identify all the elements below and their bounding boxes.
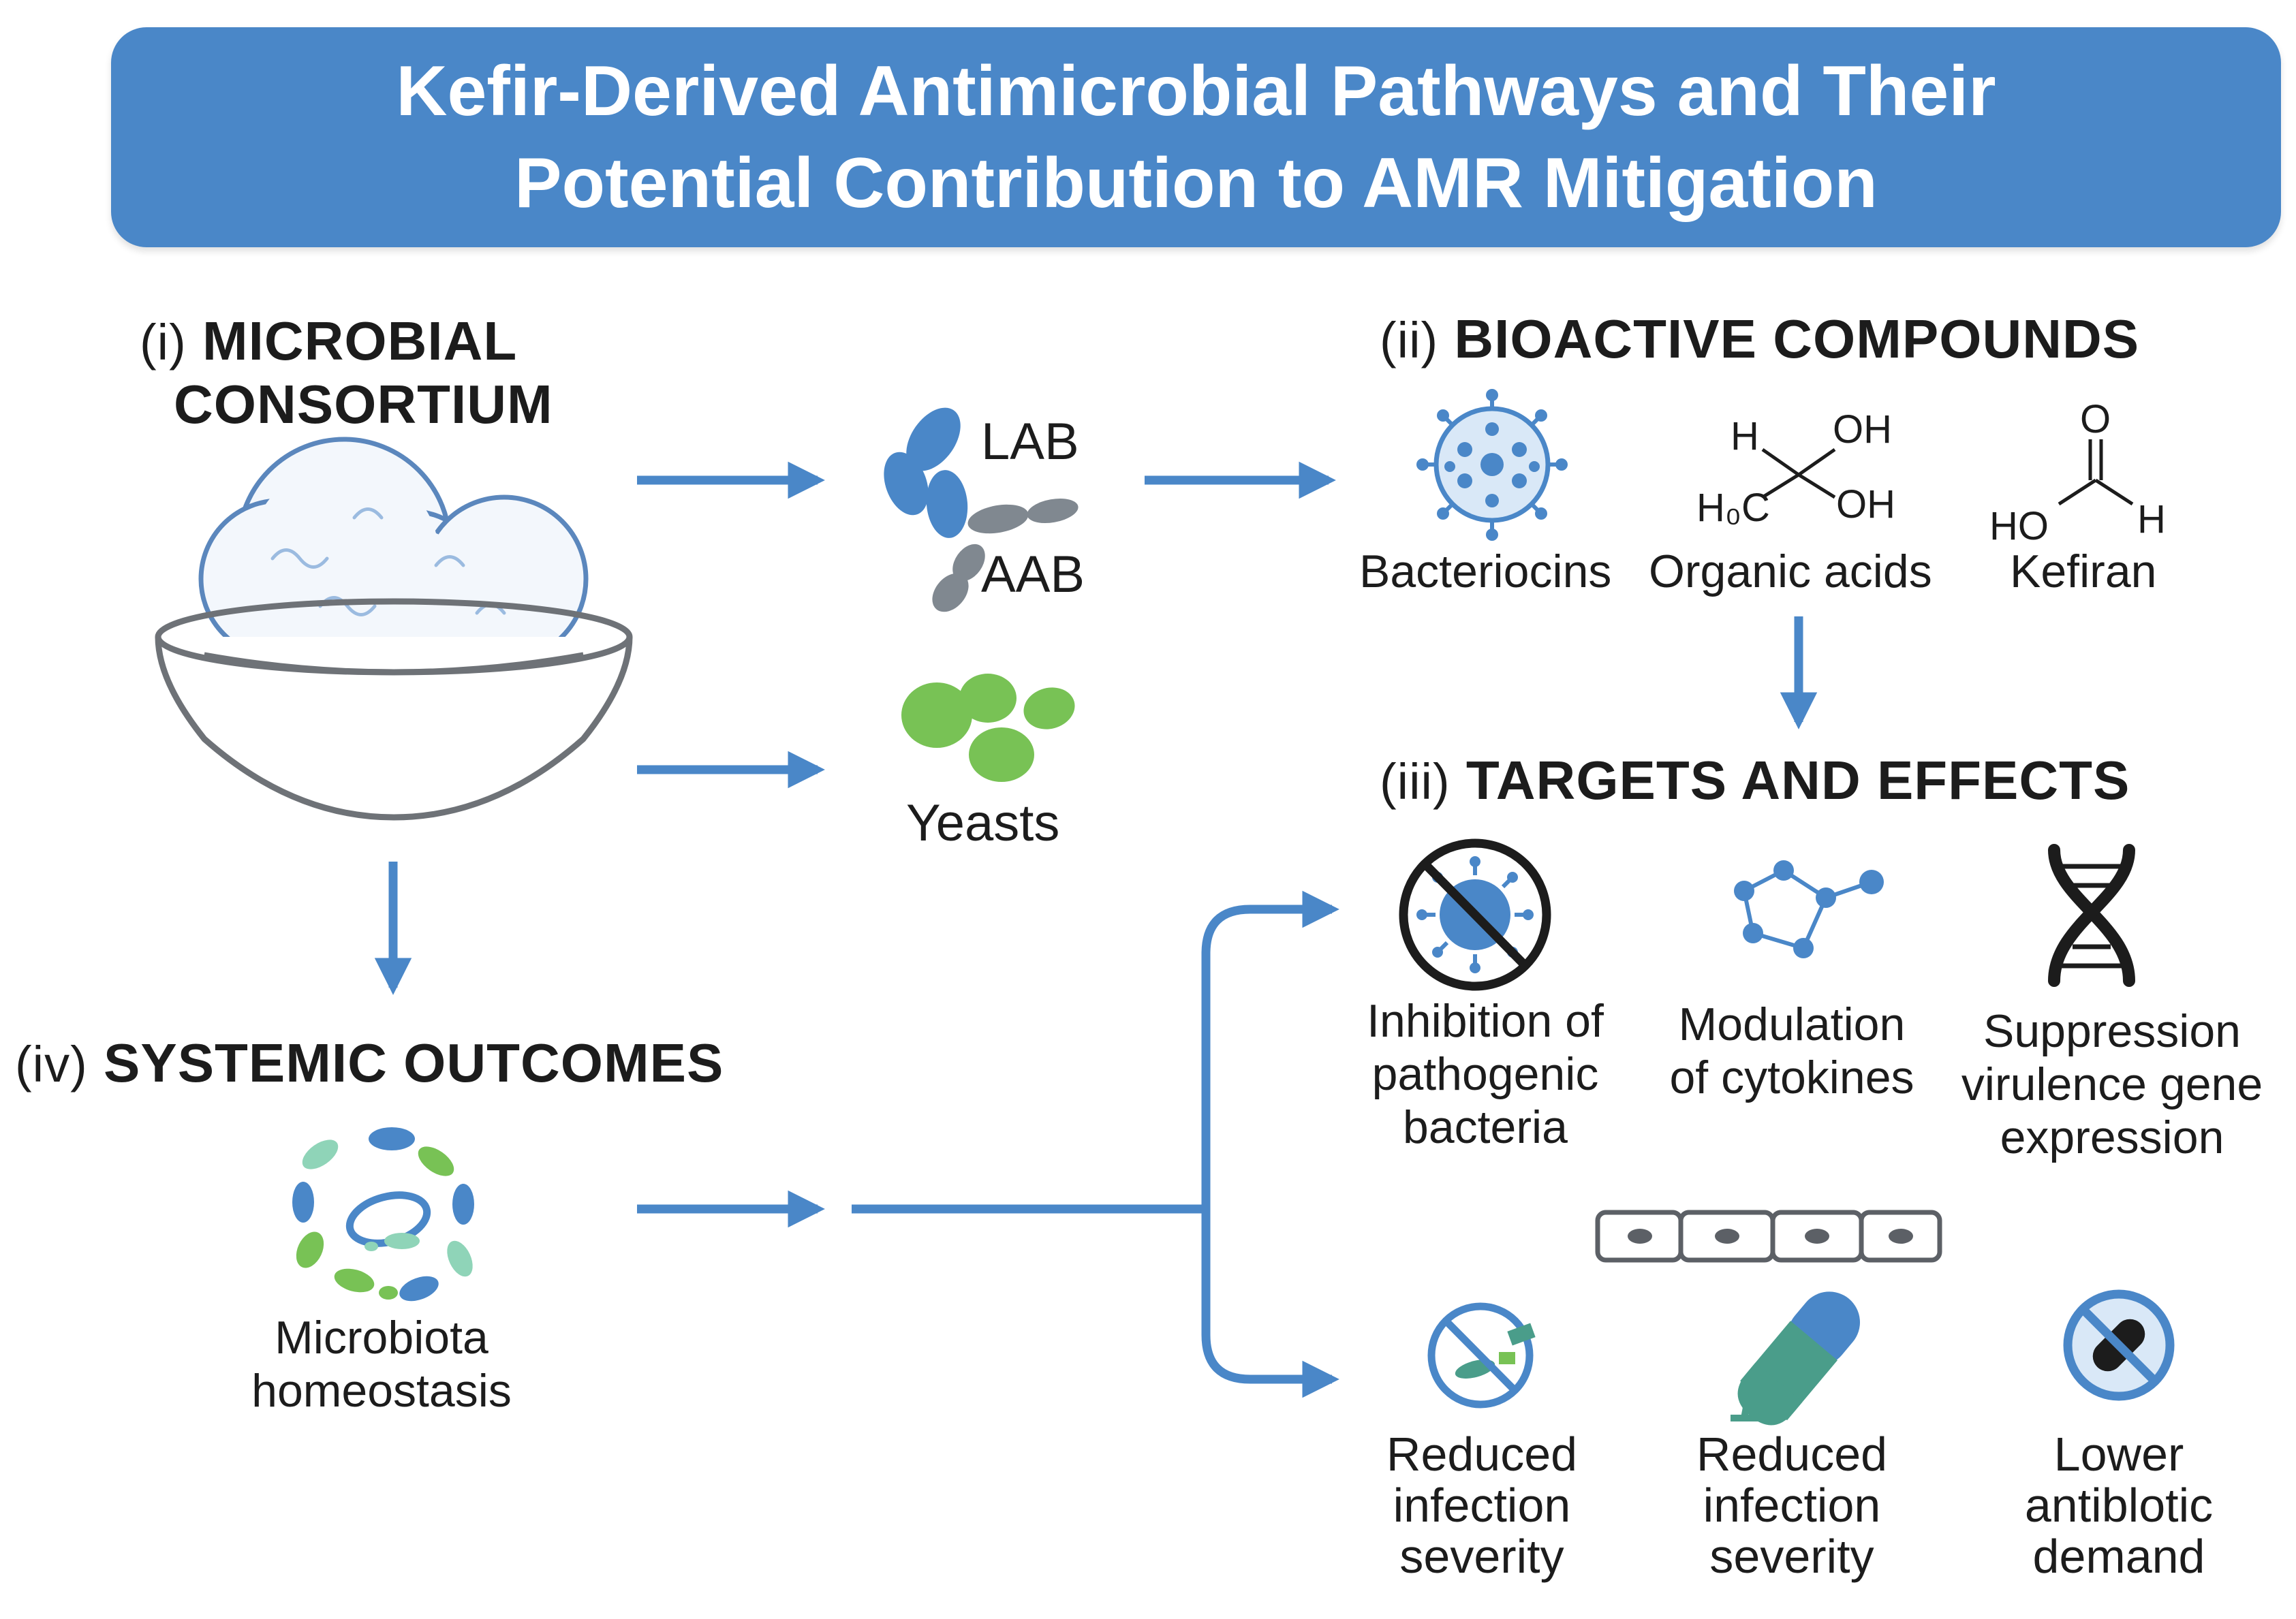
suppression-caption: Suppression virulence gene expression: [1949, 1005, 2276, 1164]
formula-h: H: [1731, 414, 1759, 458]
cytokines-line-2: of cytokines: [1669, 1052, 1914, 1103]
inhibition-line-1: Inhibition of: [1367, 995, 1604, 1047]
reduced-severity-caption-2: Reduced infection severity: [1662, 1429, 1921, 1582]
section-compounds-heading: (ii) BIOACTIVE COMPOUNDS: [1380, 308, 2139, 371]
reduced1-line-1: Reduced: [1386, 1428, 1578, 1481]
cytokines-line-1: Modulation: [1678, 999, 1906, 1050]
lower-demand-caption: Lower antiblotic demand: [1983, 1429, 2255, 1582]
microbiota-line-2: homeostasis: [251, 1365, 512, 1417]
organic-acid-structure: H OH H₀C OH: [1696, 407, 1895, 530]
section-outcomes-label: SYSTEMIC OUTCOMES: [103, 1033, 724, 1093]
microbiota-ring-icon: [292, 1127, 474, 1302]
ban-pill-icon: [2063, 1289, 2175, 1401]
diagram-title: Kefir-Derived Antimicrobial Pathways and…: [111, 27, 2281, 247]
aab-label: AAB: [981, 546, 1085, 603]
inhibition-line-2: pathogenic: [1371, 1048, 1599, 1100]
suppression-line-1: Suppression: [1983, 1005, 2241, 1057]
section-i-number: (i): [140, 314, 187, 371]
lower-line-3: demand: [2032, 1530, 2205, 1583]
yeast-cells-icon: [901, 674, 1075, 782]
section-consortium-line1: MICROBIAL: [202, 311, 518, 371]
epithelium-icon: [1595, 1210, 1942, 1263]
organic-acids-label: Organic acids: [1649, 546, 1932, 597]
section-outcomes-heading: (iv) SYSTEMIC OUTCOMES: [15, 1032, 724, 1095]
cytokines-caption: Modulation of cytokines: [1645, 998, 1938, 1104]
aldehyde-ho: HO: [1989, 504, 2049, 548]
reduced2-line-2: infection: [1703, 1479, 1881, 1532]
lower-line-1: Lower: [2053, 1428, 2184, 1481]
section-consortium-line2-wrap: CONSORTIUM: [174, 373, 553, 436]
lower-line-2: antiblotic: [2024, 1479, 2214, 1532]
inhibition-caption: Inhibition of pathogenic bacteria: [1332, 994, 1639, 1154]
bacteriocins-label: Bacteriocins: [1359, 546, 1612, 597]
branch-arrow-down: [1201, 1209, 1339, 1398]
reduced1-line-3: severity: [1399, 1530, 1564, 1583]
section-consortium-line2: CONSORTIUM: [174, 374, 553, 435]
capsule-icon: [1731, 1291, 1860, 1426]
formula-oh-top: OH: [1833, 407, 1892, 452]
kefiran-label: Kefiran: [2010, 546, 2157, 597]
bacteriocin-icon: [1416, 389, 1568, 541]
kefiran-structure: O HO H: [1989, 397, 2166, 548]
microbiota-line-1: Microbiota: [275, 1312, 488, 1364]
aldehyde-o: O: [2080, 397, 2111, 441]
reduced2-line-3: severity: [1709, 1530, 1874, 1583]
branch-arrow-up: [1201, 890, 1339, 1209]
inhibition-line-3: bacteria: [1403, 1101, 1568, 1153]
title-banner: [111, 27, 2281, 247]
formula-oh-bottom: OH: [1836, 482, 1895, 526]
section-iii-number: (iii): [1380, 753, 1450, 810]
yeasts-label: Yeasts: [906, 794, 1060, 852]
title-line-1: Kefir-Derived Antimicrobial Pathways and…: [396, 51, 1996, 131]
lab-label: LAB: [981, 413, 1079, 471]
molecule-network-icon: [1734, 860, 1884, 958]
suppression-line-2: virulence gene: [1961, 1058, 2263, 1110]
aldehyde-h: H: [2137, 497, 2166, 541]
section-iv-number: (iv): [15, 1036, 88, 1093]
reduced-severity-caption-1: Reduced infection severity: [1352, 1429, 1611, 1582]
dna-icon: [2048, 844, 2135, 987]
section-targets-heading: (iii) TARGETS AND EFFECTS: [1380, 749, 2130, 812]
ban-bacteria-icon: [1399, 838, 1551, 991]
reduced1-line-2: infection: [1393, 1479, 1571, 1532]
ban-pathogen-icon: [1427, 1302, 1536, 1409]
reduced2-line-1: Reduced: [1696, 1428, 1888, 1481]
title-line-2: Potential Contribution to AMR Mitigation: [514, 143, 1878, 223]
kefir-bowl-icon: [155, 437, 633, 821]
bacteria-cluster-icon: [884, 407, 1079, 612]
section-ii-number: (ii): [1380, 312, 1439, 368]
section-compounds-label: BIOACTIVE COMPOUNDS: [1454, 309, 2140, 369]
section-consortium-heading: (i) MICROBIAL: [140, 310, 517, 373]
formula-h3c: H₀C: [1696, 486, 1770, 530]
section-targets-label: TARGETS AND EFFECTS: [1465, 750, 2130, 811]
suppression-line-3: expression: [2000, 1112, 2224, 1163]
microbiota-caption: Microbiota homeostasis: [204, 1311, 559, 1417]
connector-arrows: [374, 461, 1818, 1398]
